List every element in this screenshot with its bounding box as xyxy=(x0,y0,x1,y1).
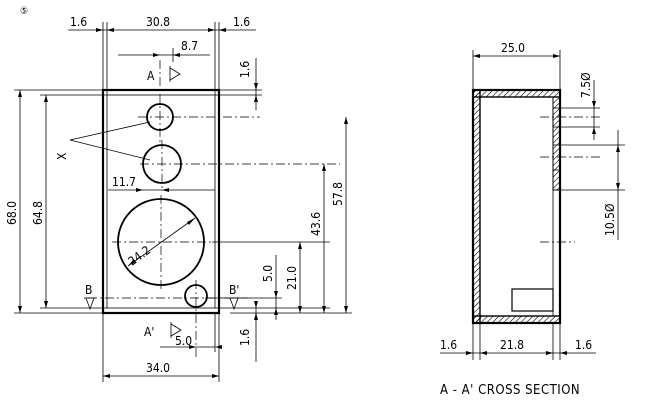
panel-outer xyxy=(101,88,221,315)
dim-top-margin-right: 1.6 xyxy=(233,15,250,29)
dim-section-wall-right: 1.6 xyxy=(575,338,592,352)
dim-hole-spacing: 11.7 xyxy=(112,175,136,189)
dim-height-to-upper-hole: 57.8 xyxy=(331,182,345,206)
dim-top-margin-left: 1.6 xyxy=(70,15,87,29)
dim-section-inner-depth: 21.8 xyxy=(500,338,524,352)
dim-inner-height: 64.8 xyxy=(31,201,45,225)
dim-top-edge: 1.6 xyxy=(238,61,252,78)
panel-inner xyxy=(106,94,216,309)
section-label-a: A xyxy=(147,69,155,83)
section-arrow-b-prime: B' xyxy=(228,283,240,311)
section-arrow-a-prime: A' xyxy=(144,322,182,339)
dim-overall-width: 34.0 xyxy=(146,361,170,375)
section-label-b: B xyxy=(85,283,92,297)
dim-inner-width: 30.8 xyxy=(146,15,170,29)
section-label-b-prime: B' xyxy=(229,283,239,297)
dim-bottom-edge: 1.6 xyxy=(238,329,252,346)
dim-slot-upper: 7.5Ø xyxy=(579,72,593,98)
dim-overall-height: 68.0 xyxy=(5,201,19,225)
section-label-a-prime: A' xyxy=(144,325,154,339)
label-x: X xyxy=(55,152,69,160)
section-arrow-a: A xyxy=(147,66,181,83)
section-slot-lower xyxy=(511,288,554,312)
dim-height-to-small-hole: 21.0 xyxy=(285,266,299,290)
dim-section-depth: 25.0 xyxy=(501,41,525,55)
dim-slot-lower: 10.5Ø xyxy=(603,203,617,236)
section-caption: A - A' CROSS SECTION xyxy=(440,383,580,398)
dim-section-wall-left: 1.6 xyxy=(440,338,457,352)
corner-mark: ⑤ xyxy=(20,6,28,17)
section-arrow-b: B xyxy=(84,283,96,311)
dim-hole-offset: 8.7 xyxy=(181,39,198,53)
front-view: ⑤ A A' B xyxy=(5,6,352,382)
section-outline xyxy=(471,88,562,325)
dim-height-to-large-hole: 43.6 xyxy=(309,212,323,236)
dim-small-hole-offset-v: 5.0 xyxy=(261,265,275,282)
section-view: 25.0 7.5Ø 10.5Ø 1.6 21.8 1.6 A - A' CROS… xyxy=(440,41,625,398)
dim-small-hole-offset-h: 5.0 xyxy=(175,334,192,348)
